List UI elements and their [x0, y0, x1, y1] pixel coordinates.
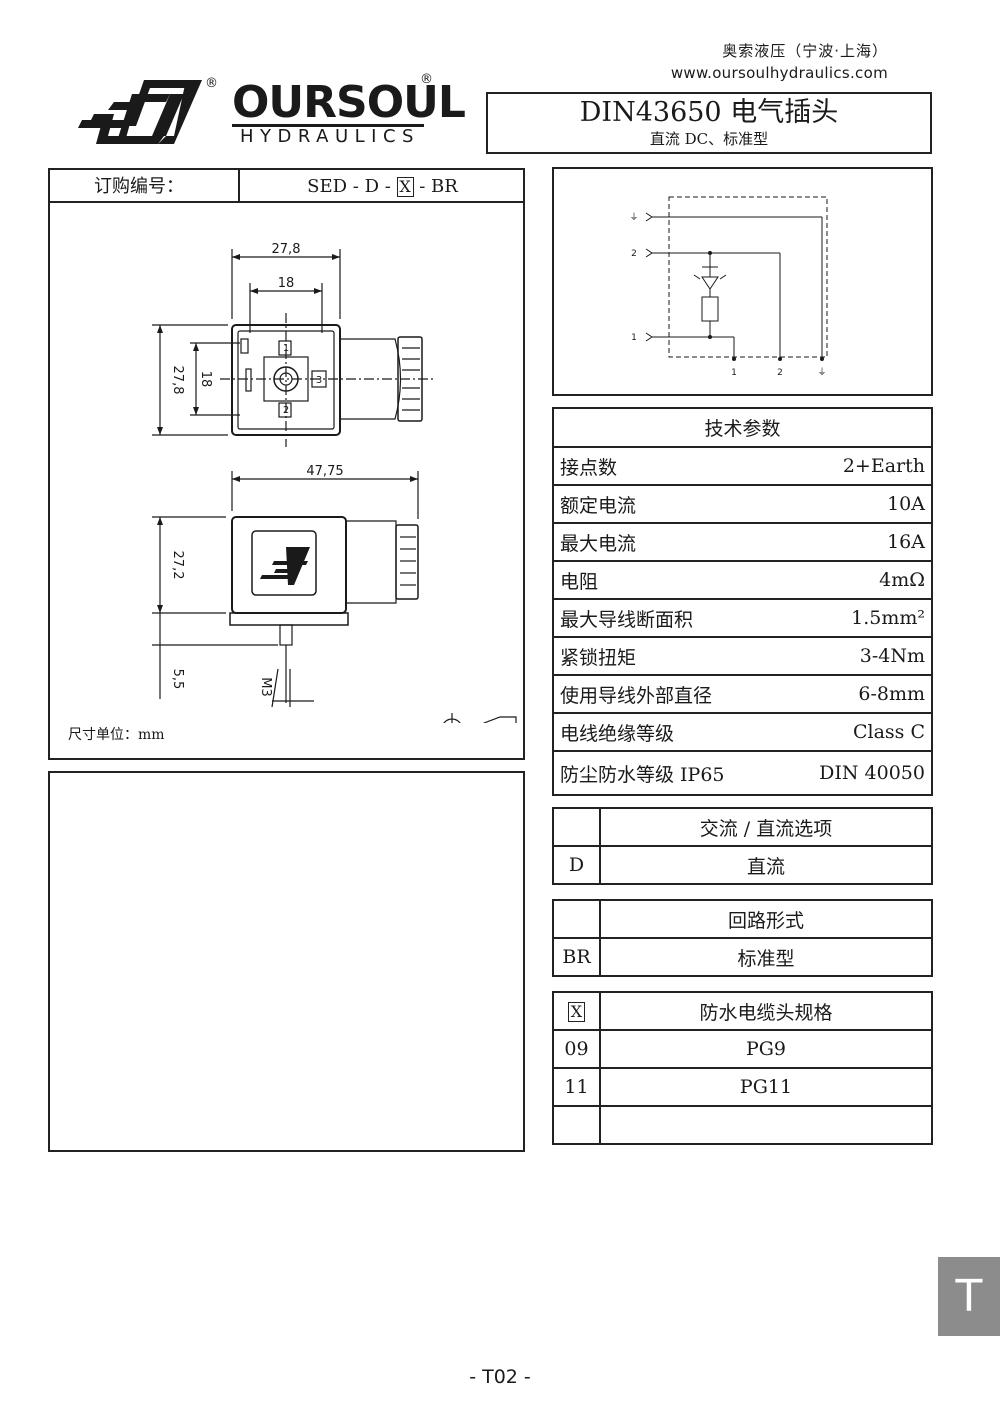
- company-header: 奥索液压（宁波·上海） www.oursoulhydraulics.com: [671, 40, 888, 84]
- oursoul-logo-icon: [78, 80, 202, 144]
- pin-label-1: 1: [283, 343, 289, 354]
- spec-label: 防尘防水等级 IP65: [552, 750, 780, 796]
- dim-top-inner: 18: [278, 276, 295, 291]
- cable-header: 防水电缆头规格: [599, 991, 933, 1031]
- order-code-prefix: SED - D -: [307, 176, 397, 197]
- option-code: D: [552, 845, 601, 885]
- order-label: 订购编号：: [50, 170, 240, 203]
- brand-name: OURSOUL: [232, 77, 466, 128]
- acdc-header: 交流 / 直流选项: [599, 807, 933, 847]
- spec-label: 最大电流: [552, 522, 780, 562]
- dim-left-inner: 18: [198, 371, 213, 388]
- option-code: BR: [552, 937, 601, 977]
- order-code-box: X: [396, 177, 414, 197]
- blank-panel: [48, 771, 525, 1152]
- spec-label: 使用导线外部直径: [552, 674, 780, 714]
- spec-value: 10A: [780, 484, 933, 524]
- spec-label: 电线绝缘等级: [552, 712, 780, 752]
- order-code-suffix: - BR: [413, 176, 458, 197]
- company-url: www.oursoulhydraulics.com: [670, 64, 888, 82]
- terminal-2-label: 2: [631, 249, 637, 259]
- option-code-header: X: [552, 991, 601, 1031]
- drawing-panel: 订购编号： SED - D - X - BR: [48, 168, 525, 760]
- dim-screw: M3: [258, 677, 273, 697]
- spec-table-header: 技术参数: [552, 407, 933, 448]
- spec-value: 6-8mm: [780, 674, 933, 714]
- spec-value: DIN 40050: [780, 750, 933, 796]
- pin-label-2: 2: [283, 405, 289, 416]
- page-number: - T02 -: [469, 1366, 531, 1388]
- spec-label: 额定电流: [552, 484, 780, 524]
- terminal-1-label: 1: [631, 333, 637, 343]
- section-tab: T: [938, 1257, 1000, 1336]
- option-text: 标准型: [599, 937, 933, 977]
- brand-subtitle: HYDRAULICS: [240, 126, 420, 147]
- brand-underline: [232, 124, 424, 127]
- option-text: PG11: [599, 1067, 933, 1107]
- option-code: 11: [552, 1067, 601, 1107]
- spec-label: 接点数: [552, 446, 780, 486]
- unit-note: 尺寸单位：mm: [68, 727, 165, 743]
- page-subtitle: 直流 DC、标准型: [649, 130, 769, 148]
- terminal-bottom-1: 1: [731, 368, 737, 378]
- spec-value: 16A: [780, 522, 933, 562]
- circuit-diagram-panel: ⏚ 2 1 1 2 ⏚: [552, 167, 933, 396]
- dim-side-pin: 5,5: [170, 669, 185, 690]
- dim-side-width: 47,75: [306, 464, 343, 479]
- option-text: [599, 1105, 933, 1145]
- spec-value: 2+Earth: [780, 446, 933, 486]
- spec-label: 紧锁扭矩: [552, 636, 780, 676]
- option-text: PG9: [599, 1029, 933, 1069]
- option-code-header: [552, 807, 601, 847]
- cable-code-box: X: [568, 1002, 585, 1022]
- terminal-earth-label: ⏚: [629, 212, 638, 223]
- spec-value: 3-4Nm: [780, 636, 933, 676]
- circuit-diagram: ⏚ 2 1 1 2 ⏚: [629, 196, 828, 378]
- dim-left-outer: 27,8: [170, 366, 185, 395]
- registered-mark-2: ®: [420, 72, 433, 87]
- spec-value: 4mΩ: [780, 560, 933, 600]
- order-code-row: 订购编号： SED - D - X - BR: [50, 170, 523, 203]
- option-code: [552, 1105, 601, 1145]
- table-row: [552, 1105, 933, 1145]
- title-box: DIN43650 电气插头 直流 DC、标准型: [486, 92, 932, 154]
- terminal-bottom-earth: ⏚: [817, 367, 826, 378]
- spec-label: 最大导线断面积: [552, 598, 780, 638]
- dimension-drawing: 27,8 18 47,75 27,8 18 27,2 5,5 M3 1 2 3: [152, 242, 517, 723]
- spec-value: Class C: [780, 712, 933, 752]
- company-name: 奥索液压（宁波·上海）: [722, 42, 888, 60]
- spec-value: 1.5mm²: [780, 598, 933, 638]
- dim-top-outer: 27,8: [272, 242, 301, 257]
- dim-side-height: 27,2: [170, 551, 185, 580]
- terminal-bottom-2: 2: [777, 368, 783, 378]
- circuit-header: 回路形式: [599, 899, 933, 939]
- pin-label-3: 3: [316, 375, 322, 386]
- page-title: DIN43650 电气插头: [579, 97, 839, 128]
- registered-mark-1: ®: [205, 76, 218, 91]
- order-code: SED - D - X - BR: [242, 170, 523, 203]
- option-text: 直流: [599, 845, 933, 885]
- option-code-header: [552, 899, 601, 939]
- option-code: 09: [552, 1029, 601, 1069]
- spec-label: 电阻: [552, 560, 780, 600]
